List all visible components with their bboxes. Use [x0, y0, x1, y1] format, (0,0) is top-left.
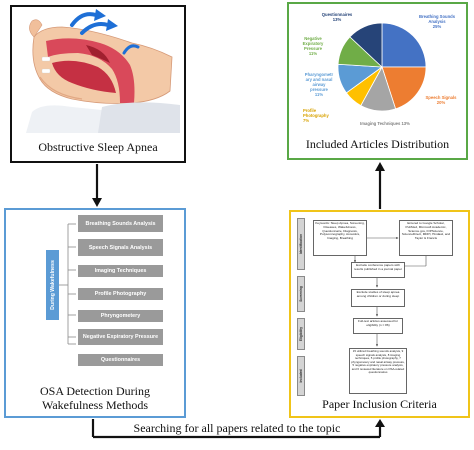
pie-label: Photography	[303, 113, 329, 118]
pie-slice	[349, 22, 383, 68]
pie-label: Speech Signals	[426, 95, 458, 100]
method-breathing-sounds: Breathing Sounds Analysis	[78, 215, 163, 232]
methods-caption-line1: OSA Detection During	[40, 384, 150, 398]
pie-label: Pharyngometr	[305, 72, 334, 77]
pie-label: Negative	[304, 36, 322, 41]
method-questionnaires: Questionnaires	[78, 354, 163, 366]
included-box: 15 utilized breathing sounds analysis, 9…	[349, 348, 407, 394]
pie-label: Breathing Sounds	[419, 14, 456, 19]
pie-label: 13%	[333, 17, 342, 22]
methods-panel: During Wakefulness Breathing Sounds Anal…	[4, 208, 186, 418]
stage-eligibility: Eligibility	[297, 318, 305, 350]
pie-label: Analysis	[428, 19, 446, 24]
osa-panel: Obstructive Sleep Apnea	[10, 5, 186, 163]
criteria-panel: Identification Screening Eligibility Inc…	[289, 210, 470, 418]
pie-label: Questionnaires	[322, 12, 353, 17]
wakefulness-side-bar: During Wakefulness	[46, 250, 59, 320]
pie-label: 25%	[433, 24, 442, 29]
pie-label: Expiratory	[303, 41, 324, 46]
methods-caption-line2: Wakefulness Methods	[41, 398, 148, 412]
sleep-apnea-illustration	[26, 9, 180, 133]
stage-identification: Identification	[297, 218, 305, 270]
fulltext-box: Full-text articles assessed for eligibil…	[353, 318, 403, 334]
pie-label: ary and nasal	[306, 77, 333, 82]
flow-label: Searching for all papers related to the …	[133, 421, 341, 435]
databases-box: Entered to Google Scholar, PubMed, Micro…	[399, 220, 453, 256]
methods-connectors	[59, 223, 76, 345]
stage-screening: Screening	[297, 276, 305, 312]
criteria-caption: Paper Inclusion Criteria	[322, 397, 437, 411]
pie-label: 11%	[309, 51, 317, 56]
pie-slice	[381, 22, 427, 68]
pie-label: Imaging Techniques 13%	[360, 121, 410, 126]
method-imaging: Imaging Techniques	[78, 265, 163, 277]
keywords-box: Keywords: Sleep Apnea, Screening, Diseas…	[313, 220, 367, 256]
pie-label: airway	[312, 82, 326, 87]
pie-label: 11%	[315, 92, 323, 97]
pie-label: Profile	[303, 108, 317, 113]
distribution-caption: Included Articles Distribution	[305, 137, 450, 151]
criteria-arrows	[353, 236, 427, 347]
pie-label: pressure	[310, 87, 328, 92]
pie-slice	[381, 66, 427, 110]
exclude-conference-box: Exclude conference papers with results p…	[351, 262, 405, 278]
pie-label: 7%	[303, 118, 309, 123]
method-pharyngometry: Phryngometery	[78, 310, 163, 322]
exclude-studies-box: Exclude studies of sleep apnea among chi…	[351, 289, 405, 307]
method-speech-signals: Speech Signals Analysis	[78, 239, 163, 256]
method-profile-photography: Profile Photography	[78, 288, 163, 300]
pie-label: 20%	[437, 100, 446, 105]
osa-caption: Obstructive Sleep Apnea	[38, 140, 158, 154]
stage-included: Included	[297, 356, 305, 396]
methods-caption: OSA Detection During Wakefulness Methods	[6, 384, 184, 412]
method-negative-expiratory: Negative Expiratory Pressure	[78, 329, 163, 345]
pie-label: Pressure	[304, 46, 323, 51]
